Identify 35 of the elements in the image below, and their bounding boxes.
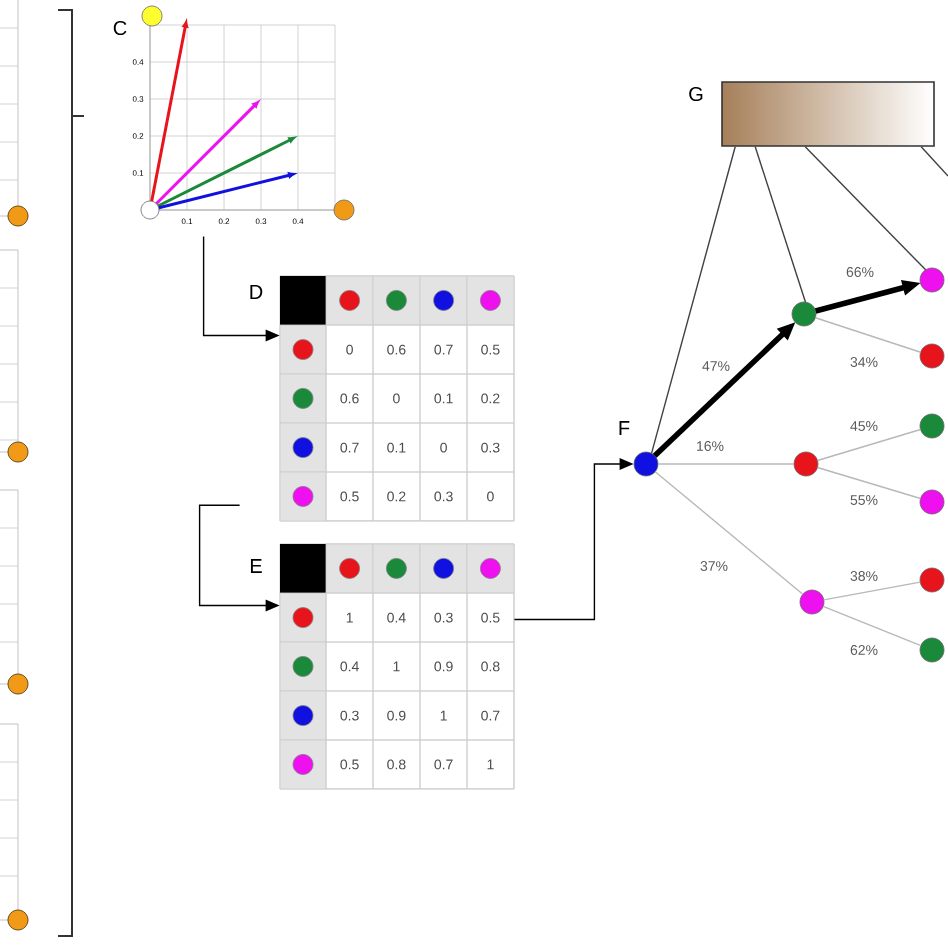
connector	[816, 466, 922, 500]
arrow	[652, 322, 796, 458]
panel-letter: C	[113, 20, 127, 36]
gradient-box	[721, 81, 935, 147]
arrow	[202, 235, 280, 342]
connector	[754, 146, 807, 303]
node-dot	[799, 589, 825, 615]
connector	[804, 146, 927, 271]
connector	[822, 605, 922, 647]
plot-grid	[149, 24, 336, 211]
node-dot	[793, 451, 819, 477]
matrix-table	[279, 543, 515, 790]
arrow	[814, 280, 921, 314]
arrow	[513, 458, 634, 621]
node-dot	[919, 567, 945, 593]
arrow	[198, 504, 280, 612]
connector	[657, 463, 795, 465]
node-dot	[919, 343, 945, 369]
connector	[823, 581, 921, 601]
matrix-table	[279, 275, 515, 522]
connector	[814, 317, 922, 353]
node-dot	[919, 413, 945, 439]
node-dot	[791, 301, 817, 327]
panel-letter: D	[250, 285, 263, 299]
connector	[920, 146, 948, 177]
node-dot	[919, 637, 945, 663]
connector	[650, 146, 736, 455]
panel-letter: G	[689, 86, 703, 102]
node-dot	[919, 267, 945, 293]
connector	[816, 428, 922, 462]
node-dot	[919, 489, 945, 515]
panel-letter: F	[619, 421, 630, 435]
node-dot	[633, 451, 659, 477]
panel-letter: E	[250, 559, 262, 573]
connector	[654, 471, 804, 596]
